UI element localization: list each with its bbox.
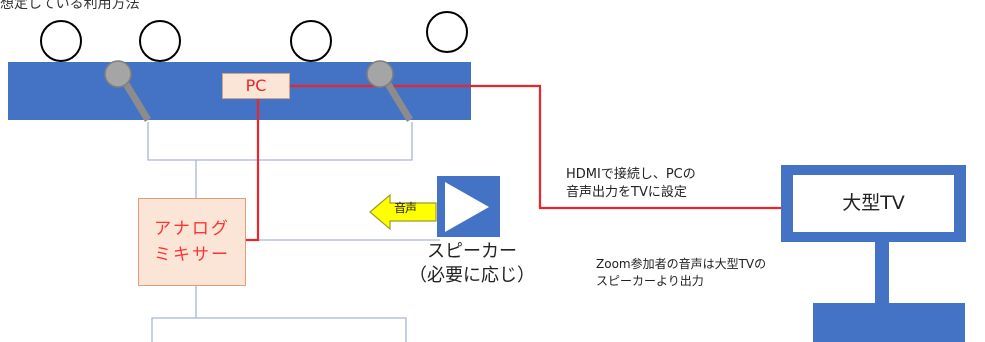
zoom-note-line2: スピーカーより出力 [596, 274, 704, 288]
participant-circle-icon [139, 20, 181, 62]
microphone-icon [104, 60, 151, 122]
hdmi-note: HDMIで接続し、PCの 音声出力をTVに設定 [566, 166, 696, 202]
analog-mixer-box: アナログ ミキサー [138, 198, 246, 286]
speaker-label: スピーカー （必要に応じ） [392, 240, 552, 288]
speaker-icon [437, 176, 500, 237]
speaker-label-line2: （必要に応じ） [409, 265, 535, 286]
tv-stand-neck [875, 242, 889, 304]
participant-circle-icon [290, 20, 332, 62]
microphone-icon [366, 60, 413, 122]
pc-box: PC [222, 73, 290, 99]
diagram-title: 想定している利用方法 [0, 0, 140, 12]
mixer-label-line1: アナログ [154, 219, 230, 239]
participant-circle-icon [40, 20, 82, 62]
arrow-left-icon [369, 193, 437, 231]
hdmi-note-line1: HDMIで接続し、PCの [566, 167, 696, 182]
sound-arrow-label: 音声 [394, 201, 417, 215]
tv-stand-base [813, 303, 965, 342]
zoom-note: Zoom参加者の音声は大型TVの スピーカーより出力 [596, 256, 766, 290]
mixer-label-line2: ミキサー [154, 245, 230, 265]
tv-screen-label: 大型TV [793, 175, 954, 232]
participant-circle-icon [426, 11, 468, 53]
speaker-label-line1: スピーカー [427, 241, 517, 262]
zoom-note-line1: Zoom参加者の音声は大型TVの [596, 257, 767, 271]
hdmi-note-line2: 音声出力をTVに設定 [566, 185, 687, 200]
